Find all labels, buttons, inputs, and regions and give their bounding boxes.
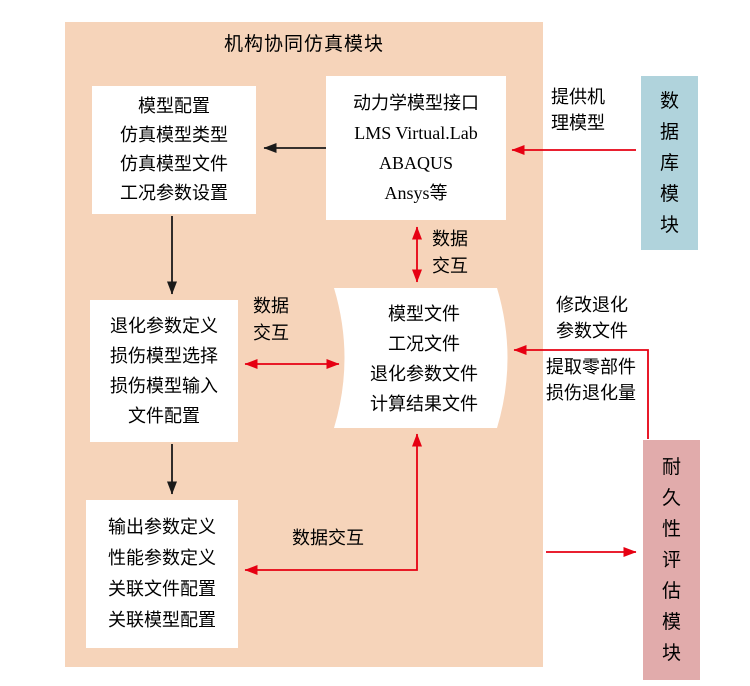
model-config-line: 仿真模型类型 bbox=[120, 125, 228, 145]
files-store-line: 计算结果文件 bbox=[370, 394, 478, 414]
degradation-params-box: 退化参数定义 损伤模型选择 损伤模型输入 文件配置 bbox=[90, 300, 238, 442]
degradation-line: 文件配置 bbox=[128, 406, 200, 426]
files-store-line: 退化参数文件 bbox=[370, 364, 478, 384]
degradation-line: 损伤模型选择 bbox=[110, 346, 218, 366]
label-data-exchange-vertical: 数据 交互 bbox=[432, 229, 468, 276]
output-params-line: 关联文件配置 bbox=[108, 579, 216, 599]
output-params-line: 输出参数定义 bbox=[108, 517, 216, 537]
degradation-line: 损伤模型输入 bbox=[110, 376, 218, 396]
dynamics-interface-line: ABAQUS bbox=[378, 153, 453, 173]
container-title: 机构协同仿真模块 bbox=[223, 34, 384, 55]
database-module-box: 数据库模块 bbox=[641, 76, 698, 250]
files-store-line: 工况文件 bbox=[388, 334, 460, 354]
output-params-box: 输出参数定义 性能参数定义 关联文件配置 关联模型配置 bbox=[86, 500, 238, 648]
durability-module-label: 耐久性评估模块 bbox=[661, 456, 681, 664]
label-provide-model: 提供机 理模型 bbox=[551, 87, 605, 133]
dynamics-interface-box: 动力学模型接口 LMS Virtual.Lab ABAQUS Ansys等 bbox=[326, 76, 506, 220]
model-config-line: 工况参数设置 bbox=[120, 183, 228, 203]
files-store-box: 模型文件 工况文件 退化参数文件 计算结果文件 bbox=[344, 296, 504, 422]
label-modify-params: 修改退化 参数文件 bbox=[556, 295, 628, 341]
dynamics-interface-line: LMS Virtual.Lab bbox=[354, 123, 478, 143]
database-module-label: 数据库模块 bbox=[659, 90, 679, 236]
label-extract-damage: 提取零部件 损伤退化量 bbox=[546, 357, 636, 403]
files-store-line: 模型文件 bbox=[388, 304, 460, 324]
durability-module-box: 耐久性评估模块 bbox=[643, 440, 700, 680]
label-data-exchange-horizontal: 数据 交互 bbox=[253, 296, 289, 343]
dynamics-interface-line: 动力学模型接口 bbox=[353, 93, 479, 113]
dynamics-interface-line: Ansys等 bbox=[384, 183, 448, 203]
output-params-line: 关联模型配置 bbox=[108, 610, 216, 630]
output-params-line: 性能参数定义 bbox=[108, 548, 216, 568]
model-config-line: 仿真模型文件 bbox=[120, 154, 228, 174]
model-config-box: 模型配置 仿真模型类型 仿真模型文件 工况参数设置 bbox=[92, 86, 256, 214]
label-data-exchange-bottom: 数据交互 bbox=[292, 528, 364, 548]
degradation-line: 退化参数定义 bbox=[110, 316, 218, 336]
model-config-line: 模型配置 bbox=[138, 96, 210, 116]
